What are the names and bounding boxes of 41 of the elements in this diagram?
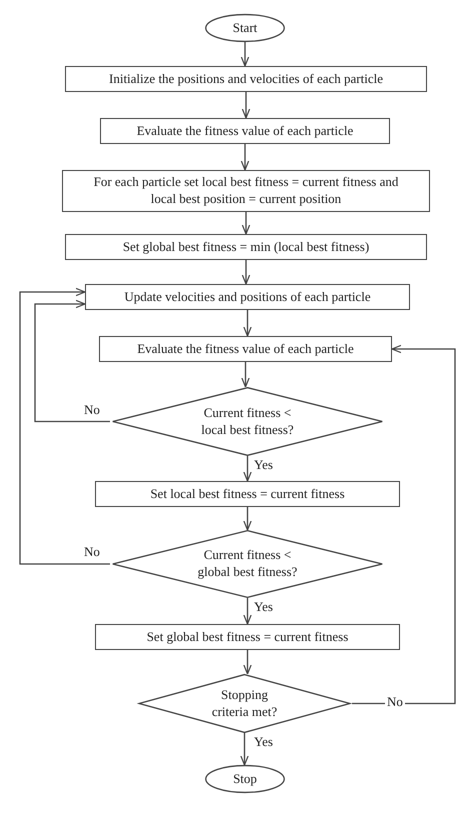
node-text: Initialize the positions and velocities of each particle (109, 70, 383, 88)
arrow (243, 310, 252, 337)
node-text: Current fitness < local best fitness? (200, 404, 295, 438)
arrow (240, 733, 249, 766)
arrow (34, 300, 110, 422)
arrow (19, 288, 110, 565)
node-text: Set global best fitness = min (local best fitness) (122, 238, 370, 256)
process-box (95, 481, 400, 507)
node-text: Current fitness < global best fitness? (196, 547, 298, 581)
node-text: For each particle set local best fitness = current fitness and local best position = current position (92, 174, 400, 208)
process-box (99, 336, 392, 362)
terminal-ellipse (205, 14, 285, 42)
decision-diamond (110, 530, 385, 598)
node-text: Stopping criteria met? (210, 686, 278, 720)
arrow (243, 456, 252, 482)
arrow (242, 92, 250, 119)
node-text: Evaluate the fitness value of each particle (136, 122, 354, 140)
process-box (85, 284, 410, 310)
arrow (240, 144, 250, 171)
decision-diamond (137, 674, 352, 733)
arrow (243, 650, 252, 675)
process-box (95, 624, 400, 650)
node-text: Set global best fitness = current fitness (146, 628, 348, 646)
process-box (65, 234, 427, 260)
process-box (65, 66, 427, 92)
arrow (242, 212, 250, 235)
arrow (241, 362, 250, 388)
node-text: Stop (233, 770, 257, 788)
arrow (242, 260, 250, 285)
arrow (243, 507, 252, 531)
process-box (100, 118, 390, 144)
arrow (352, 344, 456, 704)
terminal-ellipse (205, 765, 285, 793)
node-text: Update velocities and positions of each particle (124, 288, 371, 306)
node-text: Set local best fitness = current fitness (150, 486, 345, 502)
arrow (240, 42, 250, 67)
process-box (62, 170, 430, 212)
decision-diamond (110, 387, 385, 456)
node-text: Evaluate the fitness value of each particle (137, 340, 354, 358)
node-text: Start (232, 20, 258, 36)
arrow (243, 598, 252, 625)
